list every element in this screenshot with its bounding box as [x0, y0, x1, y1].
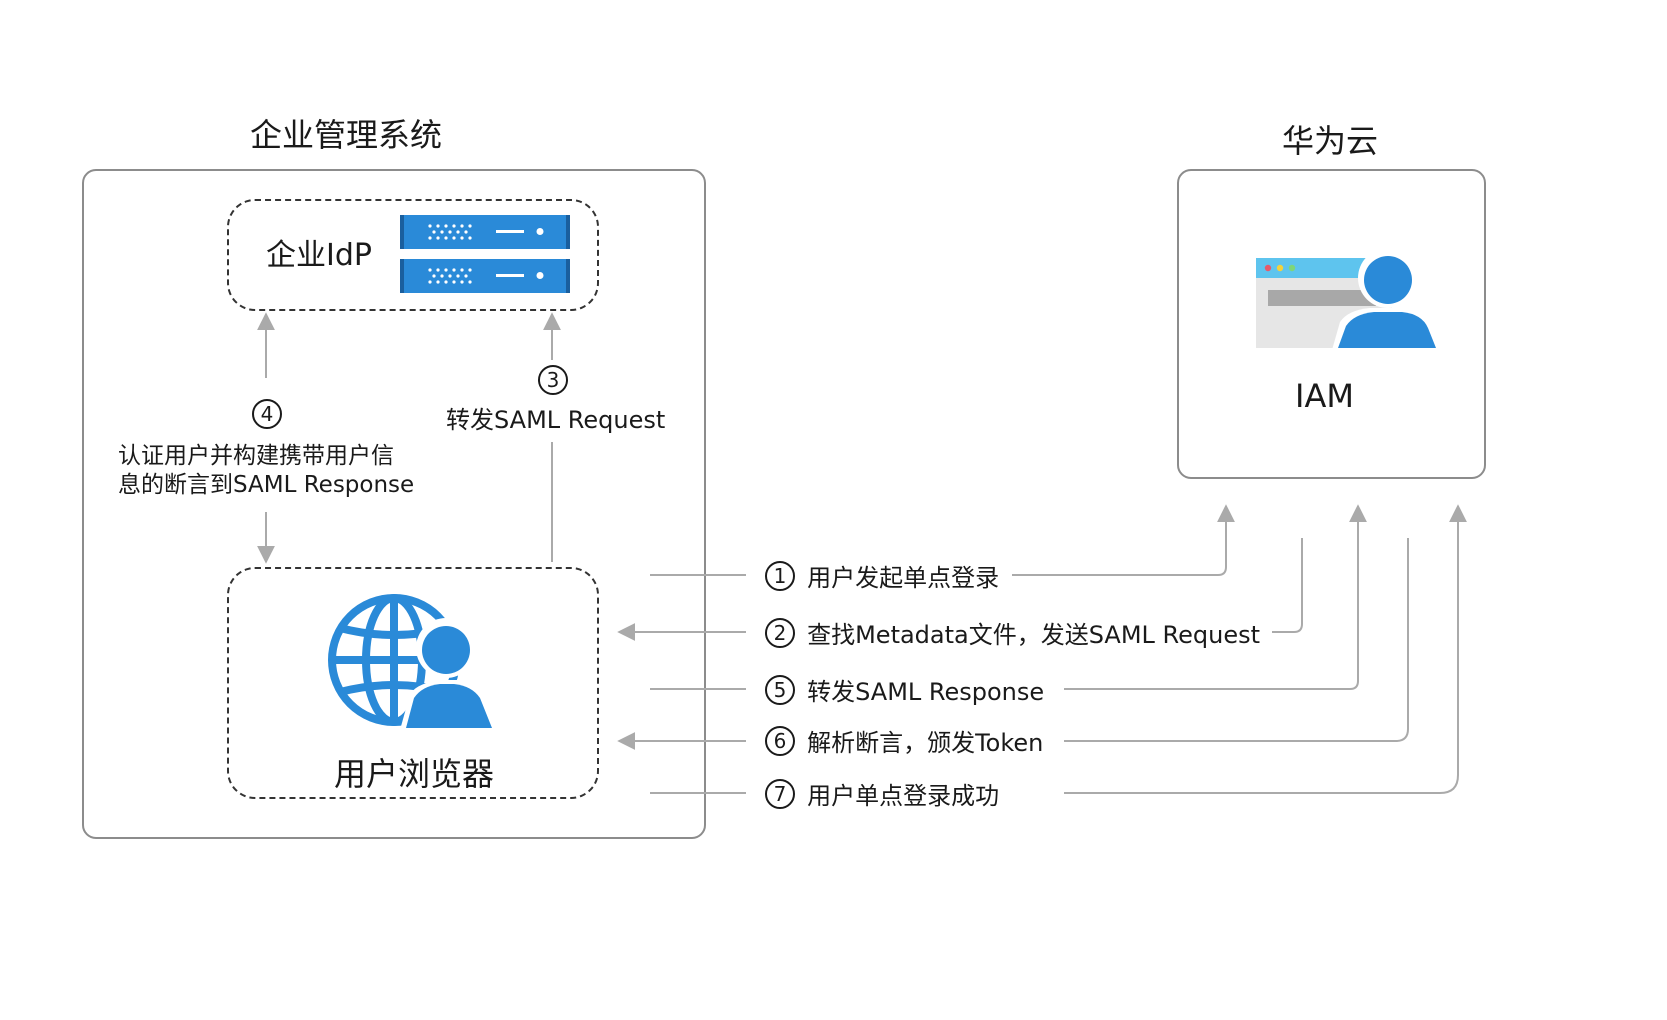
flow-step-2: 2 查找Metadata文件，发送SAML Request: [764, 615, 1260, 650]
svg-text:5: 5: [774, 678, 787, 702]
iam-user-icon: [1256, 248, 1438, 350]
svg-text:6: 6: [774, 729, 787, 753]
svg-text:7: 7: [774, 782, 787, 806]
step7-label: 用户单点登录成功: [807, 782, 1000, 810]
step2-number-badge: 2: [765, 617, 795, 648]
browser-label: 用户浏览器: [334, 755, 495, 793]
step4-number-badge: 4: [252, 399, 282, 429]
left-system-title: 企业管理系统: [250, 116, 443, 154]
step5-label: 转发SAML Response: [807, 678, 1045, 706]
iam-label: IAM: [1295, 377, 1354, 415]
svg-text:3: 3: [547, 368, 560, 392]
step6-label: 解析断言，颁发Token: [807, 729, 1044, 757]
step6-line-right: [1064, 538, 1409, 742]
step1-label: 用户发起单点登录: [807, 564, 1000, 592]
step4-label-line1: 认证用户并构建携带用户信: [118, 443, 394, 469]
flow-step-5: 5 转发SAML Response: [764, 672, 1044, 707]
step6-number-badge: 6: [765, 725, 795, 756]
right-system-title: 华为云: [1282, 122, 1379, 160]
globe-user-icon: [328, 594, 498, 730]
step1-line-right: [1012, 504, 1235, 576]
step3-label: 转发SAML Request: [446, 406, 666, 434]
svg-text:2: 2: [774, 621, 787, 645]
step2-label: 查找Metadata文件，发送SAML Request: [807, 621, 1261, 649]
step5-line-right: [1064, 504, 1367, 690]
flow-step-6: 6 解析断言，颁发Token: [764, 723, 1043, 758]
step3-number-badge: 3: [538, 365, 568, 395]
svg-text:4: 4: [261, 402, 274, 426]
step7-line-right: [1064, 504, 1467, 794]
step2-line-right: [1272, 538, 1303, 633]
step1-number-badge: 1: [765, 560, 795, 591]
step4-label-line2: 息的断言到SAML Response: [118, 472, 415, 498]
flow-step-7: 7 用户单点登录成功: [764, 776, 999, 811]
idp-label: 企业IdP: [266, 238, 372, 273]
svg-text:1: 1: [774, 564, 787, 588]
flow-step-1: 1 用户发起单点登录: [764, 558, 999, 593]
server-icon: [400, 215, 570, 293]
step5-number-badge: 5: [765, 674, 795, 705]
step7-number-badge: 7: [765, 778, 795, 809]
